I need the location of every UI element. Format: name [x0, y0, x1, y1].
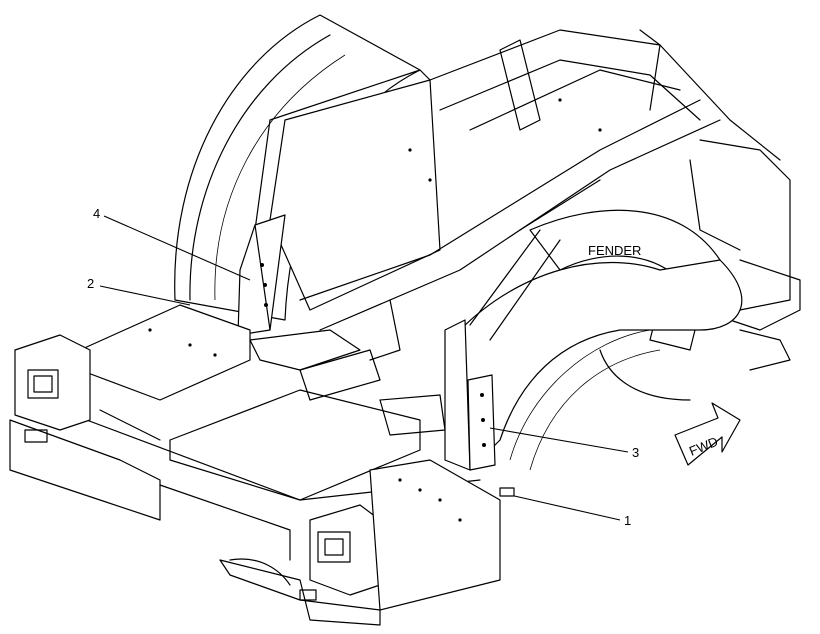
- callout-4-number: 4: [93, 206, 100, 221]
- forward-arrow-icon: FWD: [674, 402, 741, 466]
- deck: [59, 299, 481, 501]
- callout-1-number: 1: [624, 513, 631, 528]
- callout-4: 4: [93, 206, 251, 281]
- fender-label: FENDER: [588, 243, 641, 258]
- bracket-right: [444, 319, 496, 471]
- fastener-dots: [148, 98, 602, 522]
- callout-3: 3: [489, 427, 639, 460]
- right-fender: [459, 179, 743, 471]
- callout-1: 1: [499, 487, 631, 528]
- callout-3-number: 3: [632, 445, 639, 460]
- bracket-left: [237, 214, 286, 336]
- callout-2: 2: [87, 276, 191, 306]
- right-bumper: [219, 459, 501, 626]
- callout-2-number: 2: [87, 276, 94, 291]
- left-bumper: [9, 334, 291, 561]
- frame-rails: [269, 29, 801, 371]
